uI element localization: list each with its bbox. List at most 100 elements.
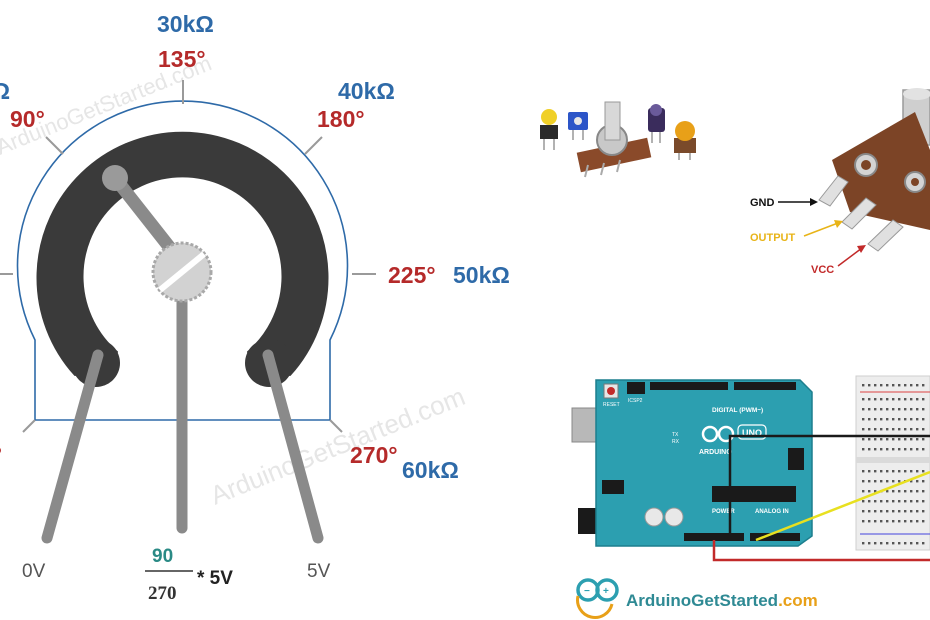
breadboard-hole [910, 510, 913, 513]
reset-label: RESET [603, 402, 620, 408]
breadboard-hole [922, 428, 925, 431]
breadboard-hole [898, 510, 901, 513]
breadboard-hole [916, 384, 919, 387]
breadboard-hole [904, 500, 907, 503]
pin-label-output: OUTPUT [750, 232, 796, 244]
breadboard-hole [898, 470, 901, 473]
breadboard-hole [898, 408, 901, 411]
breadboard-hole [922, 448, 925, 451]
breadboard-hole [868, 438, 871, 441]
arrow-output [803, 222, 839, 237]
breadboard-hole [880, 418, 883, 421]
svg-text:+: + [603, 586, 609, 597]
arduino-logo-text: ARDUINO [699, 449, 732, 456]
breadboard-hole [880, 408, 883, 411]
tx-label: TX [672, 432, 679, 438]
formula-suffix: * 5V [197, 568, 233, 589]
breadboard-hole [880, 398, 883, 401]
breadboard-hole [898, 542, 901, 545]
breadboard-hole [874, 500, 877, 503]
breadboard-hole [898, 490, 901, 493]
breadboard-hole [898, 428, 901, 431]
trimmer-yellow [540, 109, 558, 150]
breadboard-hole [862, 438, 865, 441]
breadboard-hole [892, 408, 895, 411]
rotary-pot-photo [576, 101, 652, 178]
breadboard-hole [910, 470, 913, 473]
trimmer-blue [568, 112, 588, 140]
breadboard-hole [910, 490, 913, 493]
wiring-diagram: RESET ICSP2 DIGITAL (PWM~) TX RX ARDUINO… [571, 375, 930, 562]
breadboard-hole [868, 428, 871, 431]
breadboard-hole [868, 408, 871, 411]
breadboard-hole [922, 438, 925, 441]
breadboard-hole [892, 470, 895, 473]
breadboard-hole [922, 480, 925, 483]
breadboard-hole [862, 384, 865, 387]
trimmer-orange [674, 121, 696, 160]
analog-header [750, 533, 800, 541]
breadboard-hole [904, 438, 907, 441]
breadboard-hole [880, 428, 883, 431]
wire-gnd [728, 434, 930, 540]
label-res-20k: 0kΩ [0, 78, 10, 104]
breadboard-hole [892, 480, 895, 483]
wire-output [755, 470, 930, 542]
arduino-logo: ARDUINO UNO [699, 424, 767, 456]
breadboard-hole [886, 510, 889, 513]
label-angle-180: 180° [317, 106, 365, 132]
breadboard-hole [868, 448, 871, 451]
breadboard-hole [868, 398, 871, 401]
breadboard-hole [916, 428, 919, 431]
breadboard-hole [886, 500, 889, 503]
breadboard-hole [862, 408, 865, 411]
breadboard-hole [880, 500, 883, 503]
breadboard-hole [874, 520, 877, 523]
breadboard-hole [868, 490, 871, 493]
pin-label-gnd: GND [750, 197, 775, 209]
breadboard-hole [916, 470, 919, 473]
leg-left [41, 349, 104, 544]
trimmer-purple [648, 104, 665, 143]
breadboard-hole [922, 520, 925, 523]
label-angle-90: 90° [10, 106, 45, 132]
digital-header-right [734, 382, 796, 390]
breadboard-hole [880, 448, 883, 451]
label-res-50k: 50kΩ [453, 262, 510, 288]
breadboard-hole [886, 542, 889, 545]
breadboard-hole [922, 398, 925, 401]
breadboard-hole [892, 428, 895, 431]
breadboard-hole [910, 428, 913, 431]
breadboard-hole [916, 480, 919, 483]
breadboard-hole [898, 500, 901, 503]
breadboard-hole [862, 480, 865, 483]
breadboard-hole [874, 408, 877, 411]
breadboard-hole [868, 480, 871, 483]
formula-denominator: 270 [148, 583, 177, 604]
breadboard-hole [868, 500, 871, 503]
breadboard-hole [910, 520, 913, 523]
breadboard-hole [910, 480, 913, 483]
breadboard-hole [874, 480, 877, 483]
breadboard-hole [916, 500, 919, 503]
breadboard-hole [886, 428, 889, 431]
wiper-arm [108, 171, 185, 265]
breadboard-hole [874, 418, 877, 421]
breadboard-holes [862, 384, 925, 545]
label-angle-270: 270° [350, 442, 398, 468]
leg-right [262, 349, 324, 544]
breadboard-hole [916, 520, 919, 523]
breadboard-hole [904, 542, 907, 545]
breadboard-hole [862, 542, 865, 545]
breadboard-hole [874, 428, 877, 431]
breadboard-hole [910, 418, 913, 421]
breadboard-hole [922, 542, 925, 545]
tick-marks [0, 80, 376, 433]
breadboard-hole [868, 418, 871, 421]
brand-name: ArduinoGetStarted.com [626, 591, 818, 610]
rx-label: RX [672, 439, 680, 445]
potentiometer-photos [540, 101, 696, 178]
breadboard-hole [874, 448, 877, 451]
breadboard-hole [916, 418, 919, 421]
